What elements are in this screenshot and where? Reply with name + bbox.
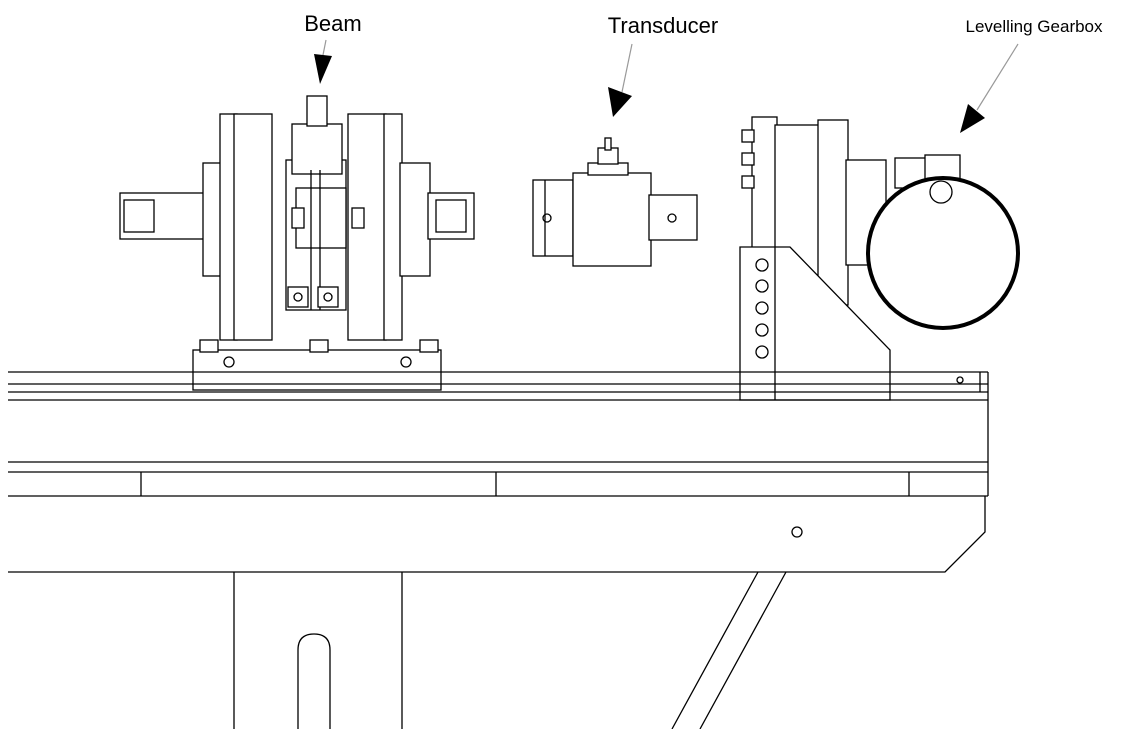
label-beam: Beam bbox=[304, 11, 361, 36]
beam-base-foot-3 bbox=[419, 339, 439, 353]
gearbox-back-plate bbox=[751, 116, 778, 258]
leader-transducer bbox=[621, 43, 633, 93]
beam-assembly bbox=[119, 95, 475, 391]
beam-left-plate-outer bbox=[233, 113, 273, 341]
transducer-pin bbox=[604, 137, 612, 151]
frame-diagonal-2 bbox=[699, 571, 787, 729]
beam-right-hub bbox=[399, 162, 431, 277]
beam-left-shaft-inner bbox=[123, 199, 155, 233]
beam-top-block bbox=[291, 123, 343, 175]
gearbox-tab-2 bbox=[741, 152, 755, 166]
beam-lower-bolt-right bbox=[323, 292, 333, 302]
leader-gearbox bbox=[976, 43, 1019, 111]
gearbox-knob bbox=[929, 180, 953, 204]
transducer-left-ring bbox=[532, 179, 574, 257]
frame-diagonal-1 bbox=[671, 571, 759, 729]
transducer-assembly bbox=[532, 137, 698, 267]
gearbox-tab-1 bbox=[741, 129, 755, 143]
beam-base-plate bbox=[192, 349, 442, 391]
gearbox-bracket-bolt-5 bbox=[755, 345, 769, 359]
gearbox-bracket-bolt-1 bbox=[755, 258, 769, 272]
transducer-ring-hole bbox=[542, 213, 552, 223]
gearbox-wheel bbox=[866, 176, 1020, 330]
beam-top-stem bbox=[306, 95, 328, 127]
beam-lower-bolt-block-left bbox=[287, 286, 309, 308]
beam-base-bolt-right bbox=[400, 356, 412, 368]
arrow-beam bbox=[314, 54, 332, 84]
arrow-transducer bbox=[608, 87, 632, 117]
label-transducer-group: Transducer bbox=[608, 13, 718, 117]
gearbox-bracket bbox=[739, 246, 891, 401]
beam-right-shaft-inner bbox=[435, 199, 467, 233]
frame-bolt bbox=[791, 526, 803, 538]
transducer-shaft-hole bbox=[667, 213, 677, 223]
transducer-right-shaft bbox=[648, 194, 698, 241]
gearbox-small-block bbox=[924, 154, 961, 181]
label-beam-group: Beam bbox=[304, 11, 362, 84]
gearbox-bracket-bolt-4 bbox=[755, 323, 769, 337]
rail-end-bolt bbox=[956, 376, 964, 384]
label-transducer: Transducer bbox=[608, 13, 718, 38]
gearbox-flange bbox=[817, 119, 849, 306]
frame bbox=[8, 371, 989, 729]
transducer-body bbox=[572, 172, 652, 267]
gearbox-tab-3 bbox=[741, 175, 755, 189]
beam-base-foot-1 bbox=[199, 339, 219, 353]
gearbox-assembly bbox=[739, 116, 1020, 401]
beam-lower-bolt-left bbox=[293, 292, 303, 302]
gearbox-bracket-bolt-2 bbox=[755, 279, 769, 293]
frame-lower-edge bbox=[8, 496, 986, 573]
beam-right-plate-outer bbox=[383, 113, 403, 341]
frame-leg-slot bbox=[297, 633, 331, 729]
beam-base-bolt-left bbox=[223, 356, 235, 368]
beam-nut-right bbox=[351, 207, 365, 229]
label-gearbox: Levelling Gearbox bbox=[965, 17, 1103, 36]
gearbox-bracket-bolt-3 bbox=[755, 301, 769, 315]
label-gearbox-group: Levelling Gearbox bbox=[960, 17, 1103, 133]
beam-nut-left bbox=[291, 207, 305, 229]
beam-base-foot-2 bbox=[309, 339, 329, 353]
arrow-gearbox bbox=[960, 104, 985, 133]
transducer-top-cap bbox=[587, 162, 629, 176]
beam-lower-bolt-block-right bbox=[317, 286, 339, 308]
